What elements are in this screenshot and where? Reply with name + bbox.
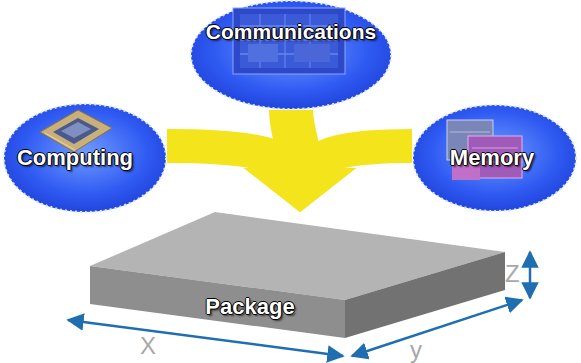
package-slab: Package xyxy=(85,212,515,342)
node-label: Package xyxy=(205,295,294,319)
x-dimension-label: X xyxy=(140,334,156,358)
memory-ellipse: Memory xyxy=(412,104,577,212)
arrow-head xyxy=(244,168,356,212)
z-dimension-label: Z xyxy=(505,262,520,286)
ellipse-fill xyxy=(191,1,391,109)
communications-ellipse: Communications xyxy=(190,0,392,110)
node-label: Computing xyxy=(17,146,133,170)
label-holder: X xyxy=(140,334,156,358)
shape-outline xyxy=(190,0,392,110)
z-dimension-arrow xyxy=(529,252,532,298)
node-label: Communications xyxy=(206,20,376,43)
computing-ellipse: Computing xyxy=(3,103,167,213)
y-dimension-label: y xyxy=(410,338,422,362)
label-holder: Z xyxy=(505,262,520,286)
slab-front xyxy=(90,266,345,338)
arrow-body xyxy=(167,146,286,170)
label-holder: y xyxy=(410,338,422,362)
node-label: Memory xyxy=(450,146,534,170)
arrow-head xyxy=(244,168,356,212)
arrow-body xyxy=(314,146,412,170)
merge-arrow xyxy=(244,146,412,212)
slab-side xyxy=(345,252,505,338)
shape-outline xyxy=(85,212,515,342)
ellipse-fill xyxy=(4,104,166,212)
ellipse-fill xyxy=(413,105,576,211)
arrow-head xyxy=(244,168,356,212)
